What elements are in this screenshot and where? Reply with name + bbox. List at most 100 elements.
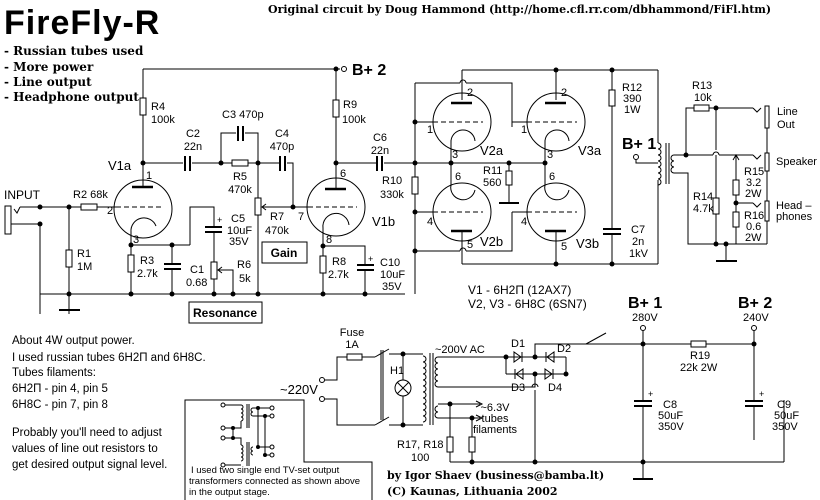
pin-label: 8: [326, 234, 332, 246]
resistor-r2: [80, 203, 98, 211]
d4-label: D4: [548, 382, 562, 394]
fuse-label: Fuse: [340, 327, 364, 339]
r15-label: R15: [744, 166, 764, 178]
secondary-voltage-label: ~200V AC: [435, 344, 485, 356]
tube-label-v1a: V1a: [108, 158, 132, 173]
d3-label: D3: [511, 382, 525, 394]
inset-note-line: transformers connected as shown above: [189, 476, 360, 487]
tube-label-v3a: V3a: [578, 143, 602, 158]
tube-v1a: [113, 163, 173, 245]
resistor-r12: [608, 89, 616, 107]
mains-voltage-label: ~220V: [280, 382, 318, 397]
pin-label: 2: [107, 205, 113, 217]
tube-v1b: [306, 163, 366, 246]
resistor-r4: [139, 97, 147, 116]
resistor-r5: [231, 159, 249, 167]
feature-item: - More power: [4, 60, 94, 74]
fuse: [346, 353, 363, 361]
tube-type-v1: V1 - 6H2П (12AX7): [468, 283, 571, 297]
r11-value: 560: [483, 177, 501, 189]
resistor-r8: [319, 255, 327, 274]
r10-value: 330k: [380, 189, 404, 201]
resistor-r14: [712, 197, 720, 215]
c4-label: C4: [275, 128, 289, 140]
gain-label: Gain: [271, 246, 298, 260]
svg-text:+: +: [759, 389, 764, 399]
input-label: INPUT: [4, 188, 41, 202]
note-line: About 4W output power.: [12, 335, 135, 347]
original-credit: Original circuit by Doug Hammond (http:/…: [268, 3, 771, 16]
r1-label: R1: [77, 248, 91, 260]
r7-value: 470k: [265, 225, 289, 237]
note-line: 6H2П - pin 4, pin 5: [12, 383, 108, 395]
b1-supply-label: B+ 1: [628, 295, 662, 312]
r2-label: R2 68k: [73, 189, 108, 201]
pin-label: 1: [521, 124, 527, 136]
note-line: Probably you'll need to adjust: [12, 427, 163, 439]
pin-label: 4: [427, 216, 433, 228]
r17-r18-label: R17, R18: [397, 439, 443, 451]
resistor-r17: [446, 436, 454, 453]
c7-label: C7: [631, 224, 645, 236]
title: FireFly-R: [4, 4, 160, 42]
feature-item: - Line output: [4, 75, 92, 89]
c3-label: C3 470p: [222, 109, 264, 121]
resistor-r13: [693, 104, 710, 112]
diode-d4: [544, 368, 554, 380]
resistor-r19: [690, 340, 707, 348]
resonance-control-box: [188, 301, 263, 324]
c10-label: C10: [380, 257, 400, 269]
r17-r18-value: 100: [411, 452, 429, 464]
transformer-inset: [184, 399, 373, 500]
pin-label: 6: [549, 171, 555, 183]
fuse-rating: 1A: [345, 339, 359, 351]
resistor-r16: [732, 211, 740, 228]
r5-label: R5: [233, 171, 247, 183]
r8-value: 2.7k: [328, 269, 349, 281]
svg-text:+: +: [648, 389, 653, 399]
tube-label-v2b: V2b: [480, 234, 503, 249]
pin-label: 3: [452, 149, 458, 161]
headphones-label-2: phones: [776, 211, 813, 223]
c1-label: C1: [190, 264, 204, 276]
potentiometer-r7[interactable]: [254, 197, 262, 216]
input-jack: [4, 205, 110, 314]
diode-d2: [545, 351, 555, 363]
output-transformer: [657, 142, 675, 186]
pin-label: 3: [547, 149, 553, 161]
r14-value: 4.7k: [693, 203, 714, 215]
b2-supply-label: B+ 2: [738, 295, 772, 312]
jack-line-out[interactable]: [752, 105, 770, 129]
resistor-r15: [732, 179, 740, 196]
line-out-label: Line: [777, 106, 798, 118]
tube-label-v3b: V3b: [576, 236, 599, 251]
c6-label: C6: [373, 132, 387, 144]
c9-voltage: 350V: [772, 421, 798, 433]
inset-note-line: in the output stage.: [189, 487, 270, 498]
resistor-r18: [468, 436, 476, 453]
r13-label: R13: [692, 80, 712, 92]
r8-label: R8: [332, 256, 346, 268]
r4-value: 100k: [151, 114, 175, 126]
r11-label: R11: [483, 165, 502, 177]
h1-label: H1: [390, 365, 404, 377]
r12-power: 1W: [624, 104, 641, 116]
r12-value: 390: [623, 93, 641, 105]
r16-value: 0.6: [746, 221, 761, 233]
tube-type-v2-v3: V2, V3 - 6H8C (6SN7): [468, 297, 587, 311]
r9-label: R9: [343, 99, 357, 111]
line-out-label-2: Out: [777, 119, 795, 131]
c6-value: 22n: [371, 145, 389, 157]
b2-terminal-label: B+ 2: [352, 62, 386, 79]
b2-voltage: 240V: [743, 312, 769, 324]
r3-label: R3: [140, 255, 154, 267]
r16-power: 2W: [745, 232, 762, 244]
pin-label: 1: [146, 170, 152, 182]
potentiometer-r6[interactable]: [210, 261, 218, 280]
standby-switch[interactable]: [585, 332, 607, 345]
pin-label: 7: [298, 211, 304, 223]
c2-value: 22n: [184, 141, 202, 153]
c2-label: C2: [186, 128, 200, 140]
